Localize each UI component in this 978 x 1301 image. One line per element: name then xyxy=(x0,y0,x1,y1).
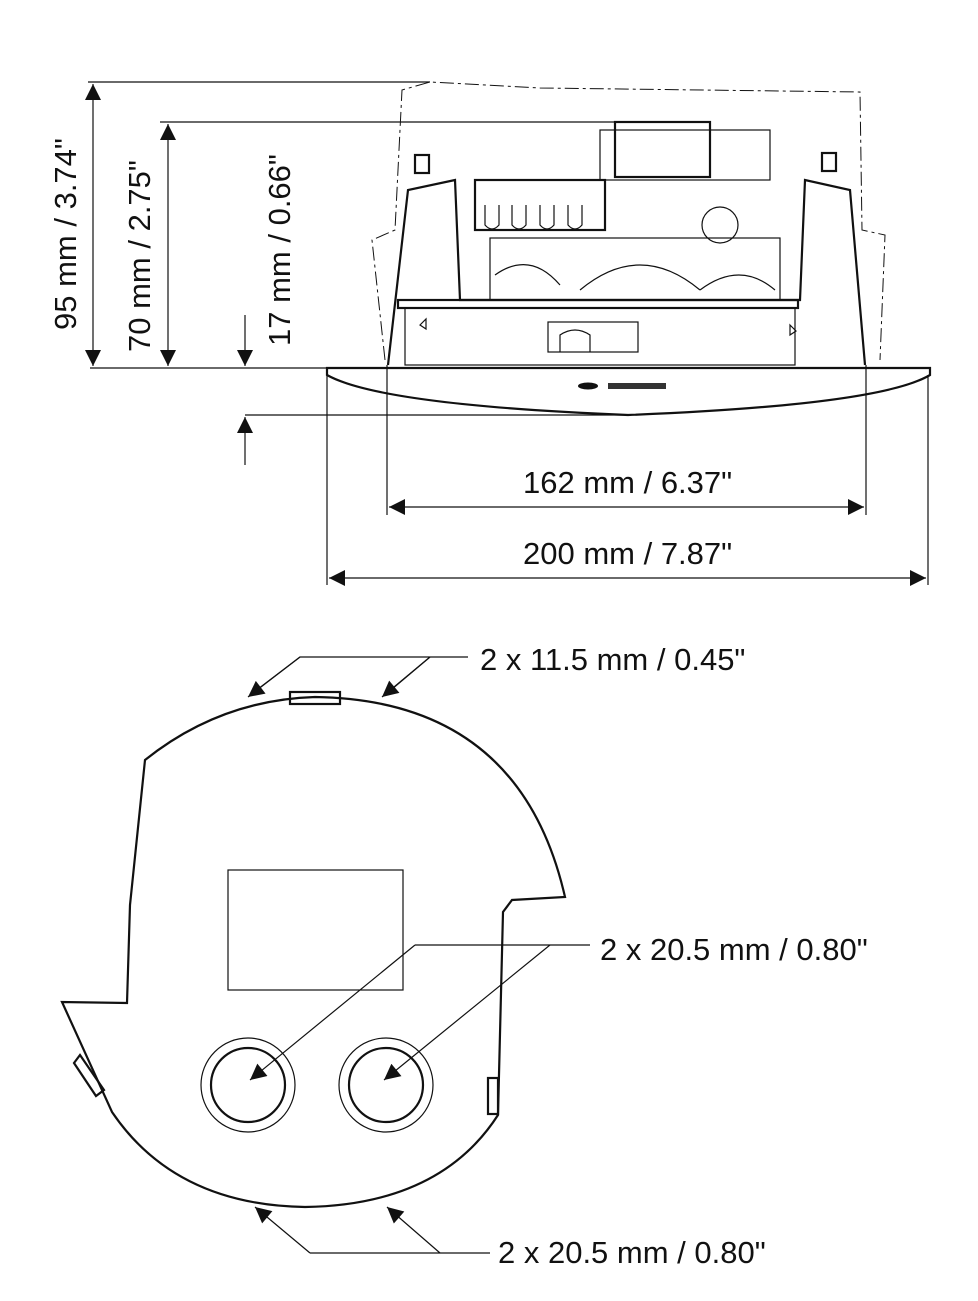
label-width-bezel: 200 mm / 7.87" xyxy=(523,536,732,571)
clamp-right xyxy=(486,1076,500,1116)
label-height-total: 95 mm / 3.74" xyxy=(48,138,83,330)
knockout-left xyxy=(200,1037,296,1133)
speaker-body xyxy=(386,120,867,366)
label-plate xyxy=(227,869,404,991)
bottom-view: 2 x 11.5 mm / 0.45" 2 x 20.5 mm / 0.80" … xyxy=(60,642,868,1270)
back-can-outline xyxy=(371,81,886,361)
label-knockouts: 2 x 20.5 mm / 0.80" xyxy=(600,932,868,967)
clamp-left xyxy=(72,1053,106,1098)
bosch-logo xyxy=(578,382,666,390)
clamp-top xyxy=(288,690,342,706)
bezel xyxy=(325,366,932,417)
label-height-bezel: 17 mm / 0.66" xyxy=(262,154,297,346)
label-width-cutout: 162 mm / 6.37" xyxy=(523,465,732,500)
back-can-shape xyxy=(60,695,567,1209)
label-clamps-top: 2 x 11.5 mm / 0.45" xyxy=(480,642,745,677)
label-clamps-bottom: 2 x 20.5 mm / 0.80" xyxy=(498,1235,766,1270)
knockout-right xyxy=(338,1037,434,1133)
side-view: 95 mm / 3.74" 70 mm / 2.75" 17 mm / 0.66… xyxy=(48,81,932,586)
label-height-body: 70 mm / 2.75" xyxy=(122,160,157,352)
